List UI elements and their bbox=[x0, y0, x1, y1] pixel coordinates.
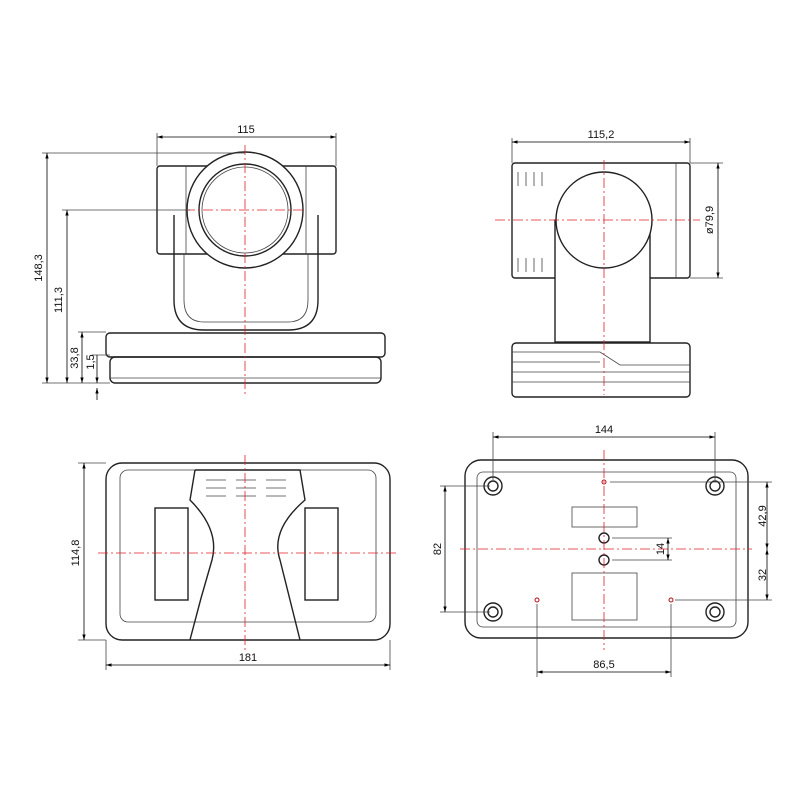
length-label: 181 bbox=[239, 652, 257, 664]
width-label: 115 bbox=[237, 124, 255, 136]
lens-diameter-label: ø79,9 bbox=[704, 206, 716, 234]
total-height-label: 148,3 bbox=[33, 254, 45, 282]
tripod-spacing-label: 14 bbox=[655, 543, 667, 555]
front-view: 115 148,3 111,3 33,8 1,5 bbox=[33, 124, 386, 400]
foot-spacing-y-label: 82 bbox=[432, 543, 444, 555]
side-view: 115,2 ø79,9 bbox=[495, 129, 723, 398]
bottom-view: 144 82 42,9 32 14 86,5 bbox=[432, 424, 772, 677]
hole-offset-top-label: 42,9 bbox=[757, 505, 769, 526]
foot-spacing-x-label: 144 bbox=[595, 424, 613, 436]
side-dimensions: 115,2 ø79,9 bbox=[511, 129, 723, 279]
top-view: 181 114,8 bbox=[70, 455, 398, 670]
foot-height-label: 1,5 bbox=[85, 354, 97, 369]
depth-label: 115,2 bbox=[588, 129, 615, 141]
top-dimensions: 181 114,8 bbox=[70, 462, 391, 670]
base-height-label: 33,8 bbox=[69, 347, 81, 368]
width-label: 114,8 bbox=[70, 540, 82, 567]
bottom-dimensions: 144 82 42,9 32 14 86,5 bbox=[432, 424, 772, 677]
front-dimensions: 115 148,3 111,3 33,8 1,5 bbox=[33, 124, 337, 400]
hole-offset-bottom-label: 32 bbox=[757, 569, 769, 581]
hole-spacing-x-label: 86,5 bbox=[593, 659, 614, 671]
lens-height-label: 111,3 bbox=[53, 287, 65, 313]
